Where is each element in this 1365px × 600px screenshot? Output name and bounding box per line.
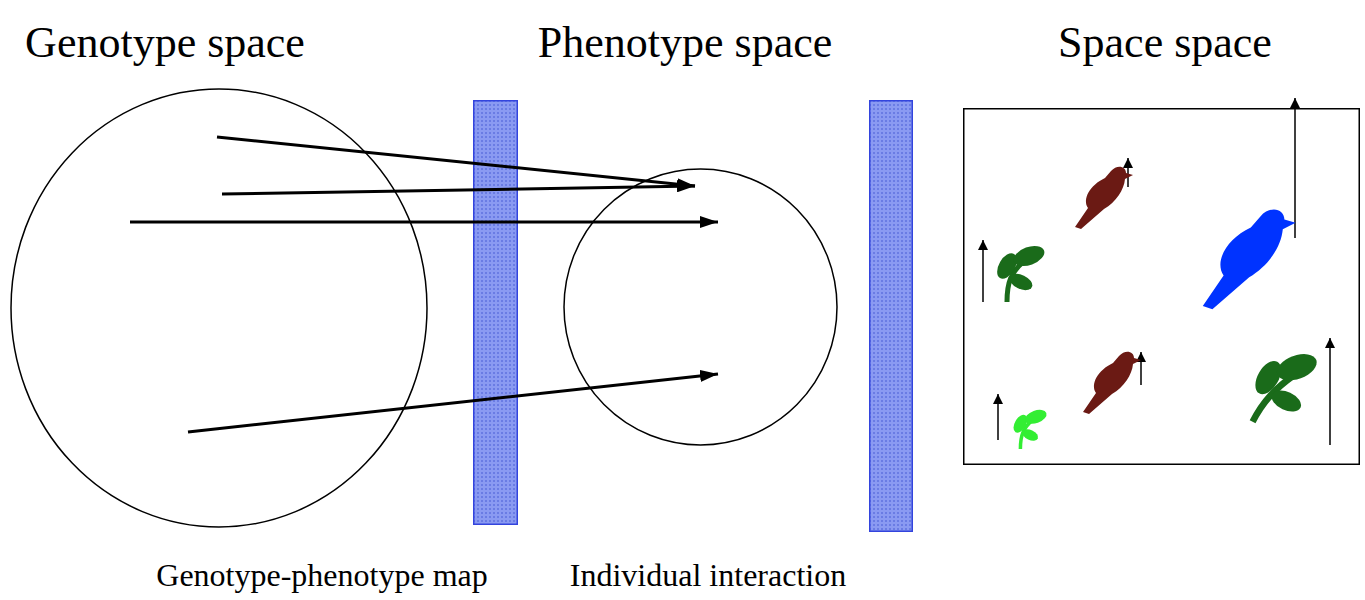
growth-arrow <box>997 394 999 440</box>
bird-icon <box>1075 167 1133 229</box>
growth-arrow <box>1329 338 1331 445</box>
growth-arrow <box>1140 352 1142 385</box>
band-outline <box>474 101 518 525</box>
band-outline <box>870 101 913 532</box>
map-band: Genotype-phenotype map <box>473 100 518 525</box>
box-outline <box>964 109 1360 465</box>
circle-outline <box>564 169 837 445</box>
node-outline <box>473 100 518 525</box>
circle-outline <box>11 89 427 527</box>
plant-icon <box>1250 349 1320 422</box>
mapping-arrow <box>217 137 695 186</box>
mapping-arrow <box>130 221 718 224</box>
space-circle: Phenotype space <box>563 168 838 446</box>
growth-arrows <box>983 98 1330 445</box>
growth-arrow <box>1127 158 1129 187</box>
map-band: Individual interaction <box>869 100 913 532</box>
space-heading: Phenotype space <box>538 18 832 69</box>
growth-arrow <box>982 240 984 302</box>
mapping-arrow <box>188 374 718 432</box>
space-circle: Genotype space <box>10 88 428 528</box>
node-outline <box>963 108 1360 465</box>
space-heading: Space space <box>1058 18 1272 69</box>
band-label: Individual interaction <box>570 557 846 594</box>
band-label: Genotype-phenotype map <box>156 557 487 594</box>
space-box: Space space <box>963 108 1360 465</box>
node-outline <box>10 88 428 528</box>
plant-icon <box>993 242 1047 302</box>
node-outline <box>563 168 838 446</box>
growth-arrow <box>1294 98 1296 238</box>
plant-icon <box>1011 407 1049 449</box>
bird-icon <box>1083 352 1141 414</box>
node-outline <box>869 100 913 532</box>
bird-icon <box>1203 209 1296 309</box>
space-heading: Genotype space <box>25 18 305 69</box>
